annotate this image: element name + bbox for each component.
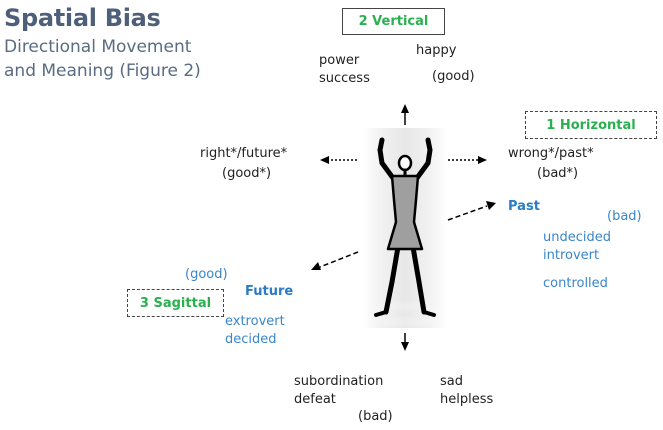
past-trait-1: undecided [543,230,611,245]
vertical-down-right-label: sad helpless [440,374,494,407]
subtitle-line-2: and Meaning (Figure 2) [4,61,201,81]
sagittal-arrows [311,201,496,270]
horizontal-left-label: right*/future* [200,146,288,161]
diagram-title: Spatial Bias [4,4,161,32]
horizontal-box: 1 Horizontal [525,111,657,139]
past-value: (bad) [607,209,642,224]
vertical-down-value: (bad) [358,409,393,424]
human-figure-icon [374,137,436,317]
future-trait-2: decided [225,332,277,347]
figure-floor-shadow [363,300,447,328]
vertical-arrows [401,104,409,351]
horizontal-arrows [320,156,487,164]
past-label: Past [508,199,540,214]
horizontal-right-value: (bad*) [537,166,579,181]
horizontal-left-value: (good*) [222,166,272,181]
vertical-up-value: (good) [432,69,475,84]
vertical-up-left-label: power success [319,53,370,86]
subtitle-line-1: Directional Movement [4,37,192,57]
vertical-down-left-label: subordination defeat [294,374,384,407]
past-trait-3: controlled [543,276,608,291]
vertical-box: 2 Vertical [342,8,445,35]
future-value: (good) [185,267,228,282]
horizontal-right-label: wrong*/past* [508,146,594,161]
vertical-up-right-label: happy [416,43,457,58]
future-trait-1: extrovert [225,314,285,329]
past-trait-2: introvert [543,248,600,263]
future-label: Future [245,284,294,299]
sagittal-box: 3 Sagittal [127,289,224,317]
